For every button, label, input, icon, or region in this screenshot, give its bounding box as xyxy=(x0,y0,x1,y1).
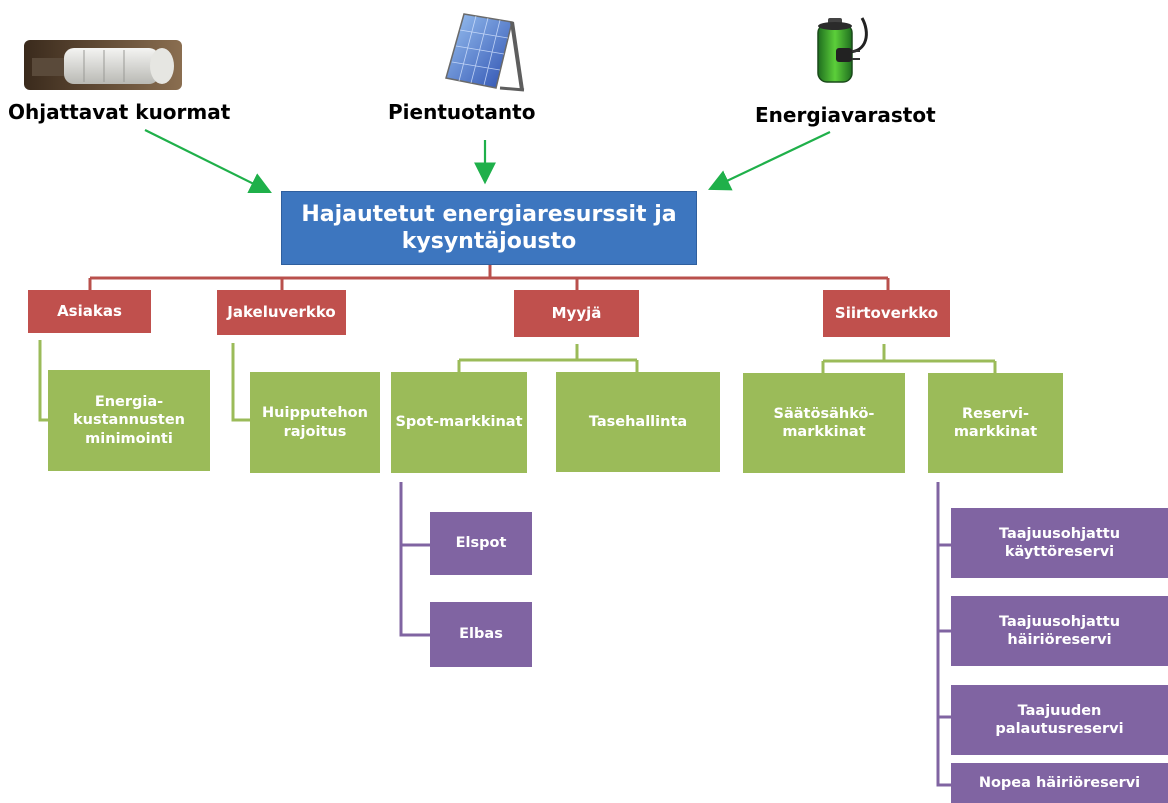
arrow-ohjattavat-kuormat xyxy=(144,129,272,194)
arrow-energiavarastot xyxy=(708,131,831,191)
input-label-ohjattavat-kuormat: Ohjattavat kuormat xyxy=(8,100,231,124)
category-jakeluverkko: Jakeluverkko xyxy=(217,290,346,335)
market-taajuusohjattu-kayttoreservi: Taajuusohjattu käyttöreservi xyxy=(951,508,1168,578)
thermostat-valve-icon xyxy=(24,40,182,90)
root-node: Hajautetut energiaresurssit ja kysyntäjo… xyxy=(281,191,697,265)
root-to-categories-connector xyxy=(88,265,890,290)
category-siirtoverkko: Siirtoverkko xyxy=(823,290,950,337)
category-to-goal-connector xyxy=(38,340,997,422)
market-taajuuden-palautusreservi: Taajuuden palautusreservi xyxy=(951,685,1168,755)
category-myyja: Myyjä xyxy=(514,290,639,337)
goal-huipputehon-rajoitus: Huipputehon rajoitus xyxy=(250,372,380,473)
goal-energiakustannusten-minimointi: Energia- kustannusten minimointi xyxy=(48,370,210,471)
goal-spot-markkinat: Spot-markkinat xyxy=(391,372,527,473)
market-nopea-hairioreservi: Nopea häiriöreservi xyxy=(951,763,1168,803)
goal-saatosahkomarkkinat: Säätösähkö- markkinat xyxy=(743,373,905,473)
market-elspot: Elspot xyxy=(430,512,532,575)
goal-tasehallinta: Tasehallinta xyxy=(556,372,720,472)
input-label-pientuotanto: Pientuotanto xyxy=(388,100,536,124)
input-label-energiavarastot: Energiavarastot xyxy=(755,103,936,127)
category-asiakas: Asiakas xyxy=(28,290,151,333)
market-taajuusohjattu-hairioreservi: Taajuusohjattu häiriöreservi xyxy=(951,596,1168,666)
battery-plug-icon xyxy=(808,12,878,90)
goal-reservimarkkinat: Reservi- markkinat xyxy=(928,373,1063,473)
solar-panel-icon xyxy=(440,12,528,94)
goal-to-market-connector xyxy=(399,482,951,787)
market-elbas: Elbas xyxy=(430,602,532,667)
